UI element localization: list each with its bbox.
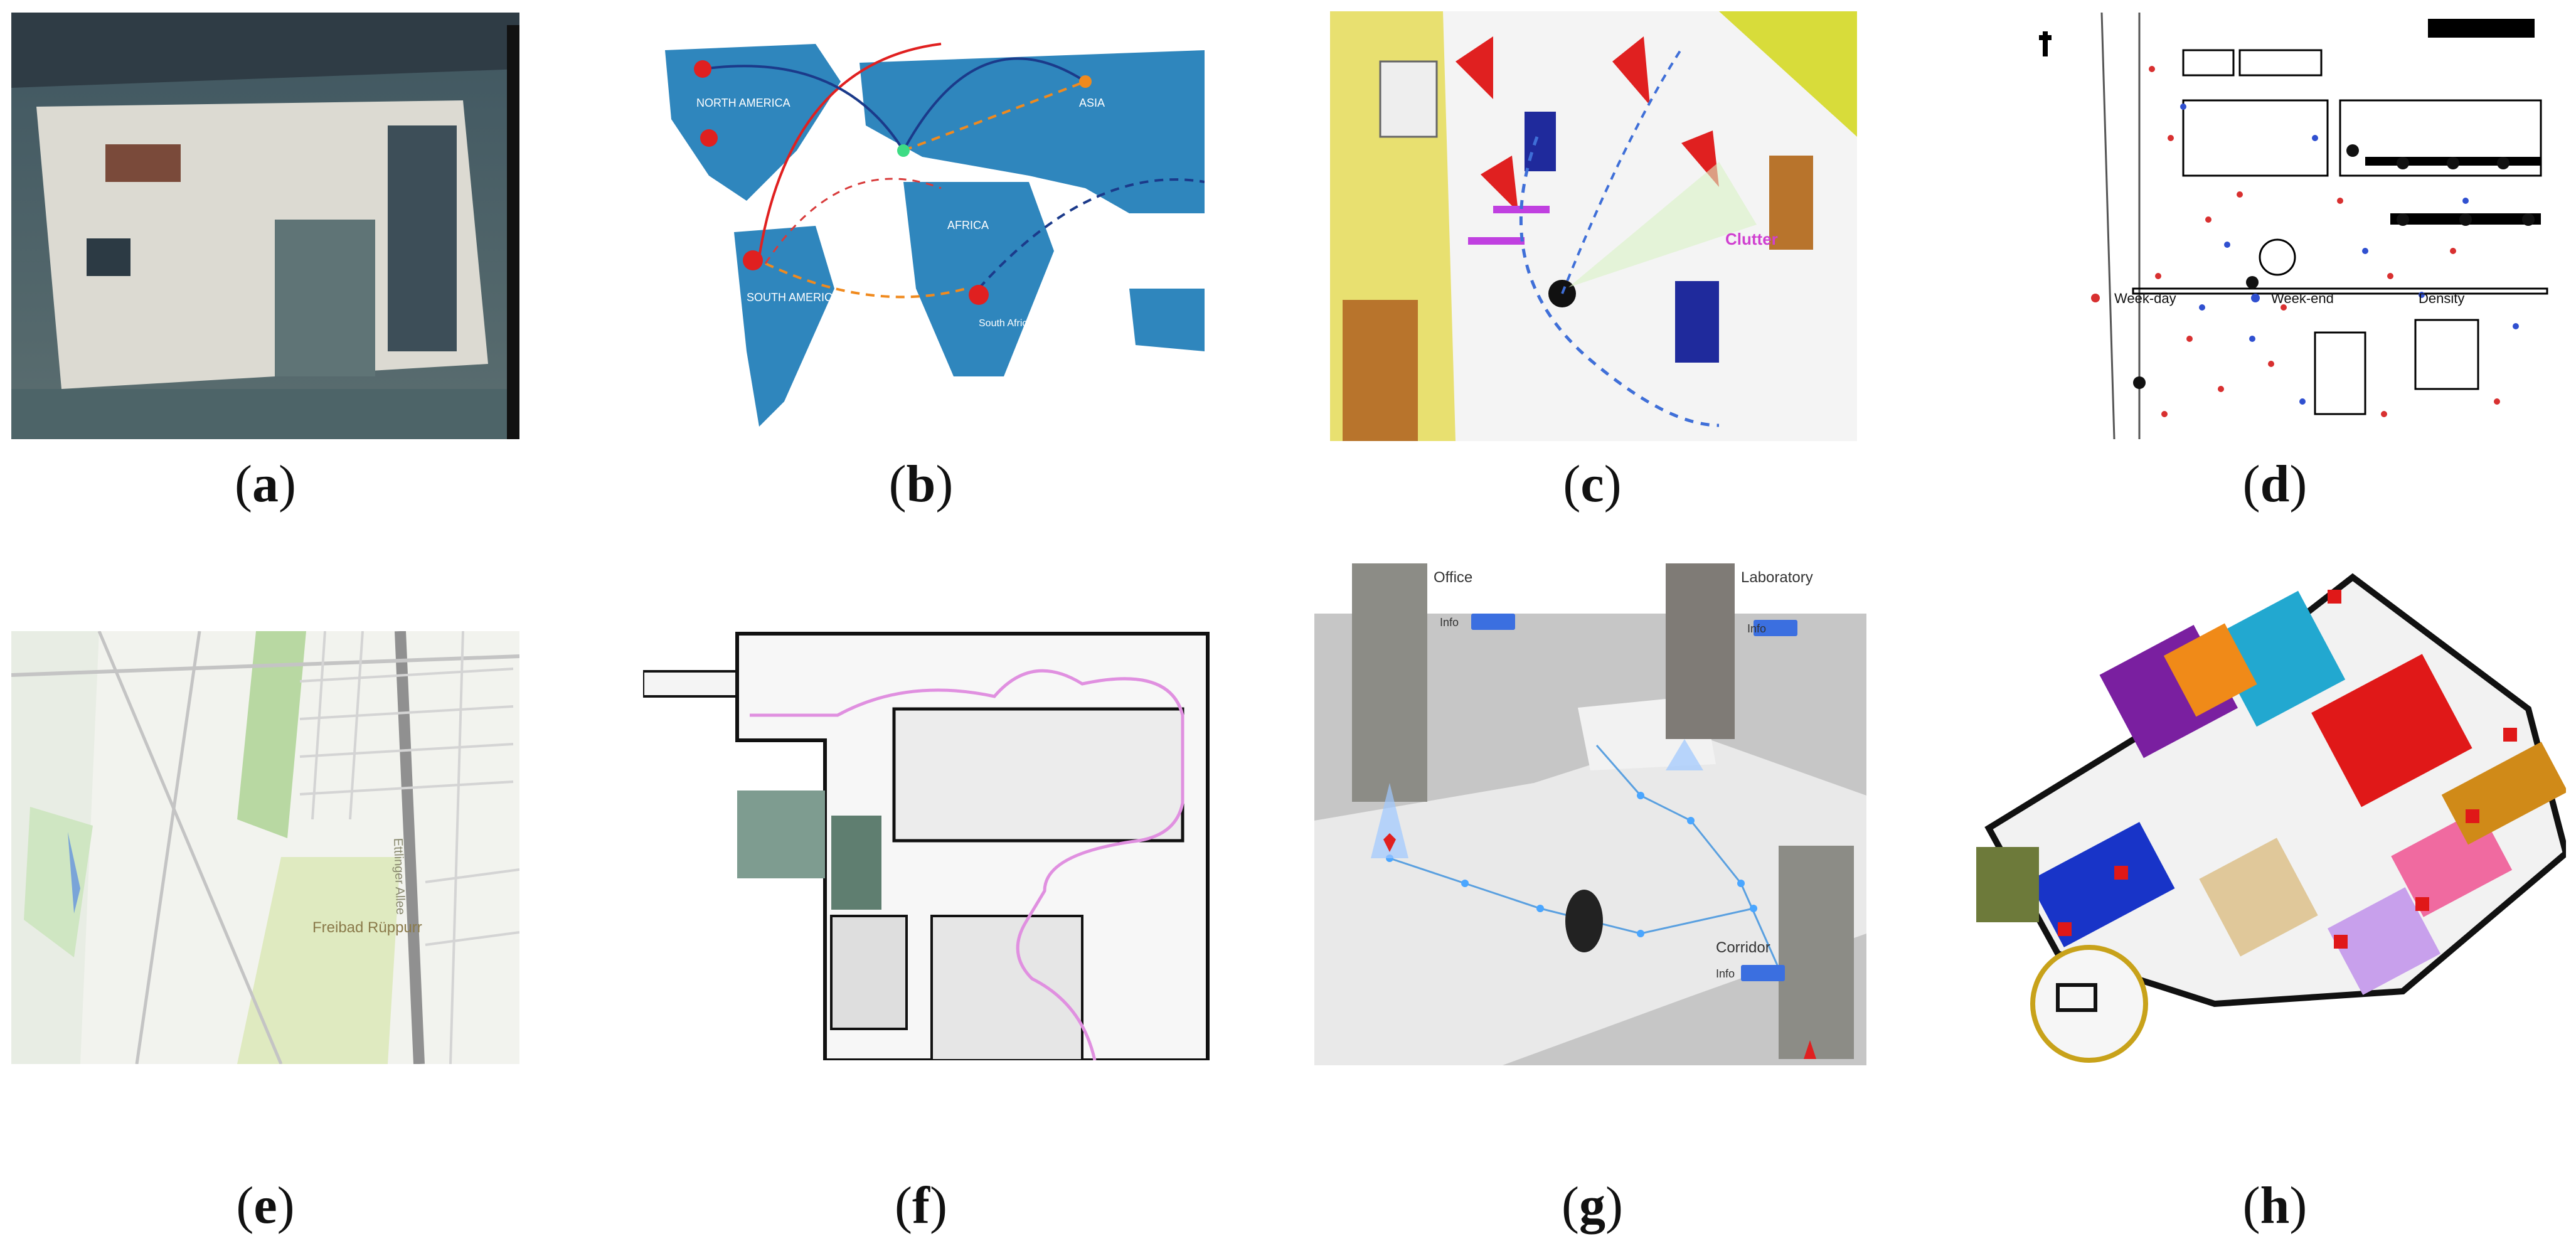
density-points <box>2149 66 2500 417</box>
caption-letter: c <box>1580 455 1604 513</box>
caption-letter: e <box>253 1176 277 1235</box>
panel-b-world-map: NORTH AMERICA ASIA AFRICA SOUTH AMERICA … <box>652 25 1205 439</box>
panel-a-3d-reconstruction <box>11 13 519 439</box>
continent-north-america <box>665 44 841 201</box>
caption-letter: b <box>906 455 936 513</box>
caption-b: (b) <box>888 455 954 513</box>
label-africa: AFRICA <box>947 219 989 232</box>
label-freibad-rueppurr: Freibad Rüppurr <box>312 919 422 936</box>
caption-letter: f <box>912 1176 930 1235</box>
room-label-laboratory: Laboratory <box>1741 569 1813 586</box>
label-clutter: Clutter <box>1725 230 1778 248</box>
info-label-laboratory: Info <box>1747 622 1766 635</box>
continent-africa <box>903 182 1054 376</box>
legend-week-end: Week-end <box>2271 290 2334 306</box>
caption-e: (e) <box>236 1176 295 1235</box>
room-label-office: Office <box>1434 569 1472 586</box>
label-north-america: NORTH AMERICA <box>696 97 790 109</box>
legend-density: Density <box>2419 290 2464 306</box>
route-line-orange-2 <box>765 262 967 299</box>
panel-h-semantic-floor-plan <box>1964 552 2566 1067</box>
panel-f-occupancy-grid-trajectory <box>643 627 1211 1060</box>
route-line-blue-2 <box>902 57 1087 151</box>
caption-letter: g <box>1579 1176 1605 1235</box>
route-line-red <box>758 43 942 258</box>
legend-week-day: Week-day <box>2114 290 2176 306</box>
panel-d-campus-density-map: Week-day Week-end Density <box>2014 13 2553 439</box>
label-south-africa: South Africa <box>979 318 1033 329</box>
panel-e-street-map: Ettlinger Allee Freibad Rüppurr <box>11 631 519 1064</box>
route-line-orange <box>903 80 1086 152</box>
info-label-office: Info <box>1440 616 1459 629</box>
room-label-corridor: Corridor <box>1716 939 1770 956</box>
continent-australia <box>1129 289 1205 351</box>
route-line-dashed-blue <box>977 178 1205 290</box>
caption-f: (f) <box>895 1176 947 1235</box>
caption-c: (c) <box>1563 455 1622 513</box>
caption-d: (d) <box>2242 455 2307 513</box>
route-line-dashed-red <box>764 178 942 264</box>
label-south-america: SOUTH AMERICA <box>747 291 840 304</box>
route-line-blue <box>702 65 905 152</box>
caption-letter: a <box>252 455 279 513</box>
caption-a: (a) <box>235 455 296 513</box>
caption-letter: d <box>2260 455 2290 513</box>
continent-south-america <box>734 226 834 427</box>
panel-g-topological-map: Office Info Laboratory Info Corridor Inf… <box>1314 557 1866 1065</box>
info-label-corridor: Info <box>1716 967 1735 980</box>
caption-g: (g) <box>1562 1176 1623 1235</box>
caption-letter: h <box>2260 1176 2290 1235</box>
panel-c-indoor-robot-scene: Clutter <box>1330 11 1857 441</box>
caption-h: (h) <box>2242 1176 2307 1235</box>
label-ettlinger-allee: Ettlinger Allee <box>391 838 407 915</box>
trajectory-path <box>750 669 1184 1060</box>
label-asia: ASIA <box>1079 97 1105 109</box>
